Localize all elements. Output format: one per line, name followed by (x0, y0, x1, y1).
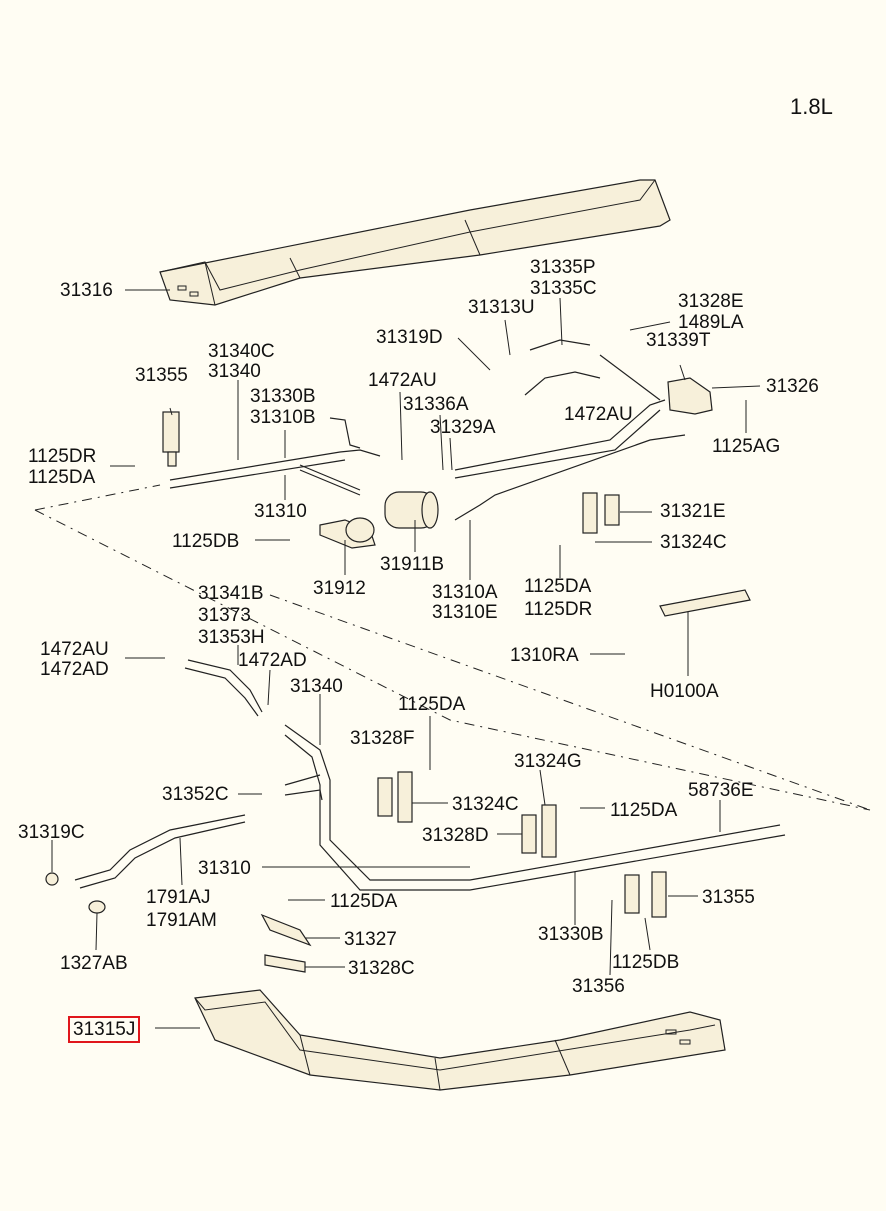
part-label[interactable]: 31310E (432, 602, 498, 623)
clamp-31339T[interactable] (667, 377, 713, 415)
part-label[interactable]: 1472AD (40, 659, 109, 680)
boundary-line (34, 484, 161, 511)
part-label[interactable]: 31340 (208, 361, 261, 382)
boundary-line (34, 509, 871, 811)
filter-bracket[interactable] (319, 517, 376, 549)
clamp-31321E[interactable] (582, 492, 620, 534)
part-label[interactable]: 31352C (162, 784, 229, 805)
part-label[interactable]: 31356 (572, 976, 625, 997)
upper-fuel-lines[interactable] (169, 339, 686, 521)
part-label[interactable]: 31341B (198, 583, 264, 604)
fitting-31319C[interactable] (45, 872, 59, 886)
part-label[interactable]: 31326 (766, 376, 819, 397)
part-label[interactable]: 31911B (380, 554, 445, 575)
part-label[interactable]: 1125DA (28, 467, 96, 488)
rail-31316[interactable] (159, 179, 671, 306)
part-label[interactable]: 31330B (250, 386, 316, 407)
part-label[interactable]: 1472AU (40, 639, 109, 660)
part-label[interactable]: 31324G (514, 751, 582, 772)
part-label[interactable]: 1125DB (172, 531, 240, 552)
part-label[interactable]: 1125DB (612, 952, 680, 973)
part-label[interactable]: 31310 (198, 858, 251, 879)
part-label[interactable]: 31316 (60, 280, 113, 301)
part-label[interactable]: 31330B (538, 924, 604, 945)
engine-label: 1.8L (790, 94, 833, 119)
boundary-line (269, 594, 871, 811)
fitting-1327AB[interactable] (88, 900, 106, 914)
part-label[interactable]: 58736E (688, 780, 754, 801)
clamp-31328D[interactable] (521, 804, 557, 858)
leader-lines (51, 289, 761, 1029)
highlighted-part-label[interactable]: 31315J (68, 1016, 141, 1043)
part-label[interactable]: 1125DA (524, 576, 592, 597)
part-label[interactable]: 31339T (646, 330, 711, 351)
part-label[interactable]: 31313U (468, 297, 535, 318)
part-label[interactable]: 31321E (660, 501, 726, 522)
fuel-filter[interactable] (384, 491, 439, 529)
part-label[interactable]: 1310RA (510, 645, 579, 666)
part-label[interactable]: 31310B (250, 407, 316, 428)
part-label[interactable]: 31328D (422, 825, 489, 846)
part-label[interactable]: 1472AU (368, 370, 437, 391)
lower-fuel-lines[interactable] (74, 659, 786, 891)
part-label[interactable]: 31373 (198, 605, 251, 626)
hose-H0100A[interactable] (659, 589, 751, 617)
part-label[interactable]: 31353H (198, 627, 265, 648)
clamp-31328C[interactable] (264, 954, 306, 973)
clamp-31356[interactable] (624, 871, 667, 918)
part-label[interactable]: 31336A (403, 394, 469, 415)
part-label[interactable]: 1125DA (610, 800, 678, 821)
part-label[interactable]: 31340C (208, 341, 275, 362)
clamp-31327[interactable] (260, 913, 312, 947)
part-label[interactable]: 1125DA (398, 694, 466, 715)
part-label[interactable]: 31912 (313, 578, 366, 599)
part-label[interactable]: 1791AM (146, 910, 217, 931)
part-label[interactable]: 31327 (344, 929, 397, 950)
part-label[interactable]: 1125DA (330, 891, 398, 912)
part-label[interactable]: 1472AD (238, 650, 307, 671)
part-label[interactable]: 1472AU (564, 404, 633, 425)
clamp-31355-top[interactable] (162, 411, 180, 467)
part-label[interactable]: 31324C (660, 532, 727, 553)
part-label[interactable]: 31310A (432, 582, 498, 603)
part-label[interactable]: H0100A (650, 681, 719, 702)
part-label[interactable]: 31335C (530, 278, 597, 299)
part-label[interactable]: 31328F (350, 728, 415, 749)
part-label[interactable]: 1489LA (678, 312, 744, 333)
part-label[interactable]: 31319C (18, 822, 85, 843)
part-label[interactable]: 31328C (348, 958, 415, 979)
part-label[interactable]: 31328E (678, 291, 744, 312)
part-label[interactable]: 31355 (135, 365, 188, 386)
part-label[interactable]: 31319D (376, 327, 443, 348)
rail-31315J[interactable] (194, 989, 726, 1091)
part-label[interactable]: 1327AB (60, 953, 128, 974)
part-label[interactable]: 31355 (702, 887, 755, 908)
part-label[interactable]: 1125AG (712, 436, 781, 457)
part-label[interactable]: 31335P (530, 257, 596, 278)
clamp-31328F[interactable] (377, 771, 413, 823)
part-label[interactable]: 31324C (452, 794, 519, 815)
part-label[interactable]: 31340 (290, 676, 343, 697)
part-label[interactable]: 1791AJ (146, 887, 211, 908)
part-label[interactable]: 1125DR (28, 446, 97, 467)
part-label[interactable]: 1125DR (524, 599, 593, 620)
part-label[interactable]: 31310 (254, 501, 307, 522)
part-label[interactable]: 31329A (430, 417, 496, 438)
